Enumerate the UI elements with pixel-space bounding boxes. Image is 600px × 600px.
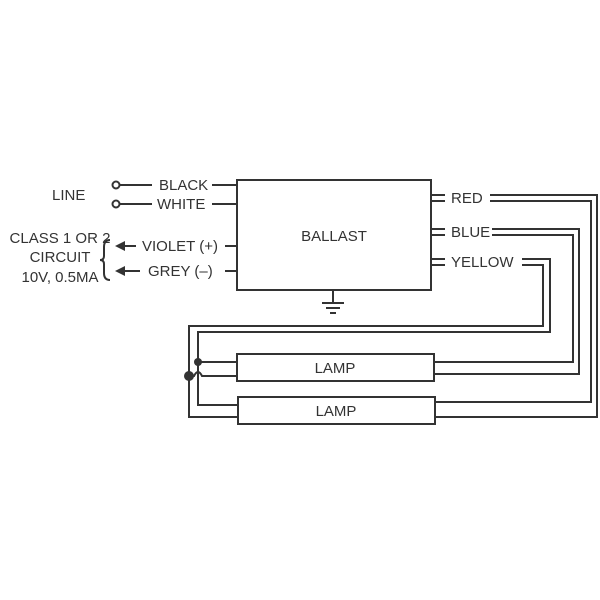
red-wire-label: RED [451,190,483,207]
blue-wire-label: BLUE [451,224,490,241]
yellow-wires [184,258,551,418]
ballast-label: BALLAST [301,228,367,245]
lamp-2 [237,396,436,425]
blue-stub [431,228,445,236]
grey-wire-label: GREY (–) [148,263,213,280]
violet-wire [115,241,237,251]
lamp-1-label: LAMP [315,360,356,377]
black-wire-label: BLACK [159,177,208,194]
ground-icon [322,290,344,314]
grey-wire [115,266,237,276]
lamp-2-label: LAMP [316,403,357,420]
arrow-left-icon [115,266,125,276]
white-wire-label: WHITE [157,196,205,213]
arrow-left-icon [115,241,125,251]
junction-dot [184,371,194,381]
brace-icon [99,239,111,281]
junction-dot [194,358,202,366]
white-wire [111,199,237,209]
ballast-box [236,179,432,291]
yellow-wire-label: YELLOW [451,254,514,271]
red-stub [431,194,445,202]
line-label: LINE [52,187,85,204]
blue-wires [434,228,580,375]
black-wire [111,180,237,190]
control-label-line-2: CIRCUIT [30,249,91,266]
control-label-line-3: 10V, 0.5MA [22,269,99,286]
yellow-stub [431,258,445,266]
lamp-1 [236,353,435,382]
control-label-line-1: CLASS 1 OR 2 [10,230,111,247]
violet-wire-label: VIOLET (+) [142,238,218,255]
red-wires [435,194,598,418]
